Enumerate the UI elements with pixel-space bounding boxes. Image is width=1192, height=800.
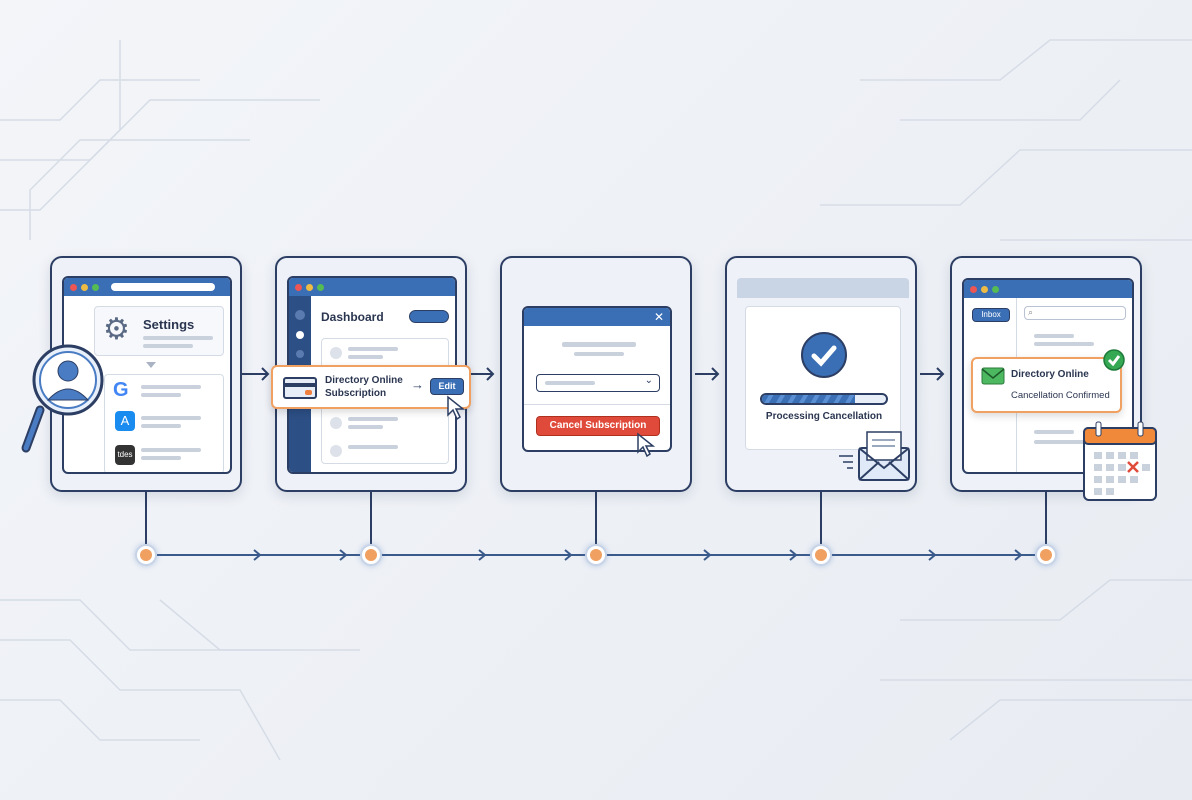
arrow-right-icon: → (411, 377, 424, 392)
magnifier-user-icon (21, 344, 104, 453)
chevron-down-icon (146, 362, 156, 373)
app-store-icon[interactable]: A (115, 411, 135, 431)
google-icon[interactable]: G (113, 379, 129, 401)
cursor-icon (637, 432, 656, 458)
timeline-node-5 (1035, 544, 1057, 566)
email-icon (981, 367, 1005, 385)
calendar-cancelled-icon (1083, 421, 1157, 501)
cursor-icon (447, 395, 466, 421)
cancel-subscription-button[interactable]: Cancel Subscription (536, 416, 660, 436)
subscription-name-line2: Subscription (325, 388, 387, 399)
connector (1045, 492, 1047, 544)
confirmation-notification[interactable]: Directory Online Cancellation Confirmed (971, 357, 1122, 413)
timeline-node-1 (135, 544, 157, 566)
step-arrows (242, 367, 945, 381)
cancel-dialog: ✕ ⌄ Cancel Subscription (522, 306, 672, 452)
processing-card: Processing Cancellation (745, 306, 901, 450)
browser-window: ⚙ Settings G A tdes (62, 276, 232, 474)
connector (820, 492, 822, 544)
connector (595, 492, 597, 544)
progress-bar (760, 393, 888, 405)
timeline-node-4 (810, 544, 832, 566)
notification-body: Cancellation Confirmed (1011, 390, 1110, 401)
connector (370, 492, 372, 544)
check-circle-icon (801, 332, 847, 378)
success-check-icon (1103, 349, 1125, 371)
gear-icon: ⚙ (103, 313, 130, 346)
reason-dropdown[interactable]: ⌄ (536, 374, 660, 392)
settings-title: Settings (143, 317, 195, 332)
search-input[interactable]: ⌕ (1024, 306, 1126, 320)
notification-title: Directory Online (1011, 369, 1089, 380)
step-3-cancel-dialog: ✕ ⌄ Cancel Subscription (500, 256, 692, 492)
settings-card[interactable]: ⚙ Settings (94, 306, 224, 356)
email-envelope-icon (839, 431, 910, 481)
timeline-node-3 (585, 544, 607, 566)
connector (145, 492, 147, 544)
faded-window-bar (737, 278, 909, 298)
dashboard-title: Dashboard (321, 310, 384, 324)
timeline-node-2 (360, 544, 382, 566)
tdes-app-icon[interactable]: tdes (115, 445, 135, 465)
account-list: G A tdes (104, 374, 224, 472)
processing-status: Processing Cancellation (765, 411, 883, 422)
step-4-processing: Processing Cancellation (725, 256, 917, 492)
subscription-item-highlighted[interactable]: Directory Online Subscription → Edit (271, 365, 471, 409)
chevron-down-icon: ⌄ (644, 375, 653, 386)
subscription-name: Directory Online (325, 375, 403, 386)
credit-card-icon (283, 377, 317, 399)
edit-button[interactable]: Edit (430, 378, 464, 395)
close-icon[interactable]: ✕ (653, 310, 664, 324)
header-button[interactable] (409, 310, 449, 323)
inbox-tab[interactable]: Inbox (972, 308, 1010, 322)
address-bar[interactable] (111, 283, 215, 291)
